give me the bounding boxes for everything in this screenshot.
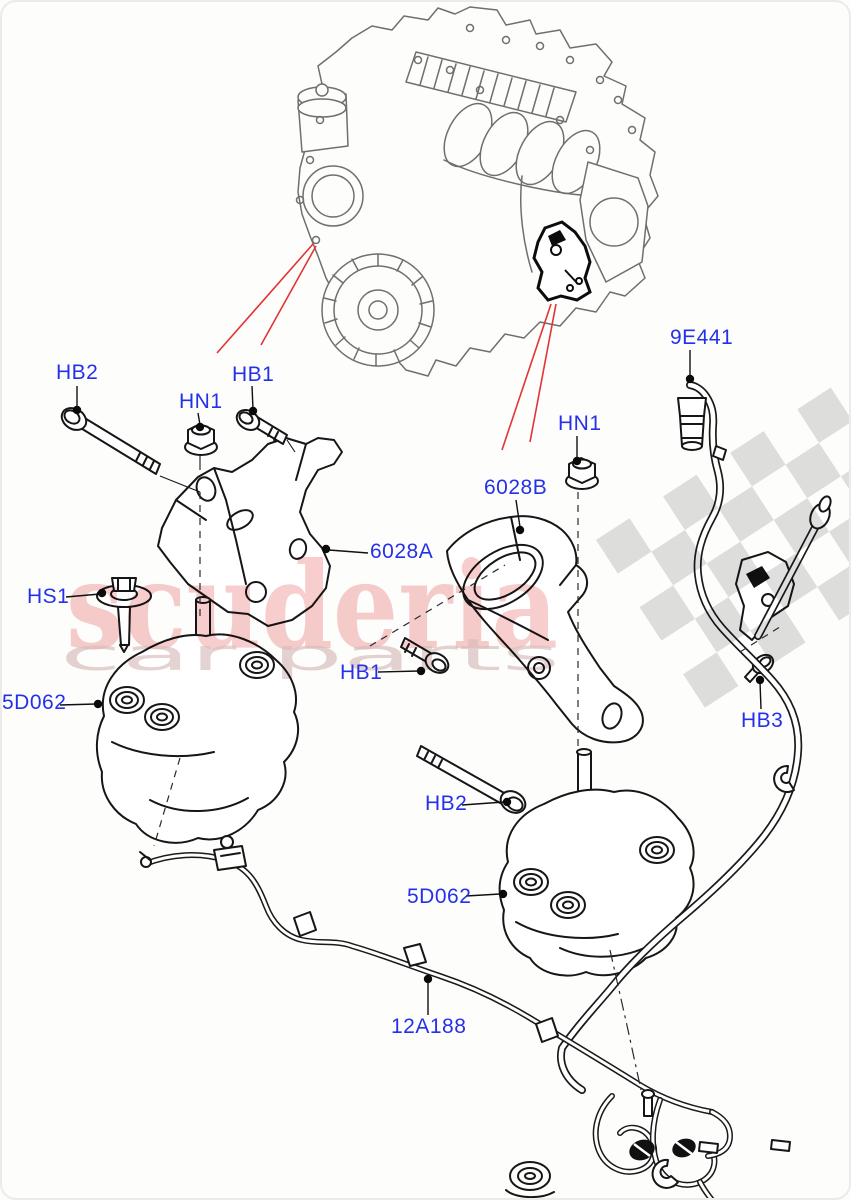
callout-hn1-2[interactable]: HN1 [558,412,602,435]
callout-hb2-1[interactable]: HB2 [56,361,99,384]
bolt-hb2-2 [416,745,527,814]
bracket-6028a [157,437,343,627]
pipe-cluster [505,1089,791,1200]
bolt-hb1-2 [400,637,450,674]
brand-watermark-tagline: car parts [60,630,560,681]
red-leader-lines [216,243,557,451]
callout-leader-lines [59,350,765,1015]
callout-6028a[interactable]: 6028A [370,540,434,563]
callout-5d062-left[interactable]: 5D062 [2,691,67,714]
callout-hb1-2[interactable]: HB1 [340,661,383,684]
engine-bracket-highlight [532,220,592,302]
checkered-flag-watermark [596,387,851,708]
engine-illustration [295,6,659,377]
callout-hb3[interactable]: HB3 [741,709,784,732]
callout-hs1[interactable]: HS1 [27,585,70,608]
bolt-hb1-1 [235,409,288,445]
mount-5d062-right [498,748,695,977]
brand-watermark-text: scuderia [66,536,558,677]
nut-hn1-2 [565,457,599,490]
mount-5d062-left [96,596,300,844]
callout-9e441[interactable]: 9E441 [670,326,734,349]
callout-hb2-2[interactable]: HB2 [425,792,468,815]
watermark: scuderia car parts [60,387,851,708]
stud-hs1 [96,577,152,653]
callout-6028b[interactable]: 6028B [484,476,548,499]
bolt-hb2-1 [60,407,161,475]
callout-hb1-1[interactable]: HB1 [232,363,275,386]
callout-5d062-right[interactable]: 5D062 [407,885,472,908]
callout-12a188[interactable]: 12A188 [391,1015,467,1038]
assembly-axis-lines [153,492,784,1091]
callout-hn1-1[interactable]: HN1 [179,390,223,413]
bracket-6028b [446,515,644,744]
pipe-12a188 [139,835,715,1115]
hose-9e441 [557,381,832,1094]
